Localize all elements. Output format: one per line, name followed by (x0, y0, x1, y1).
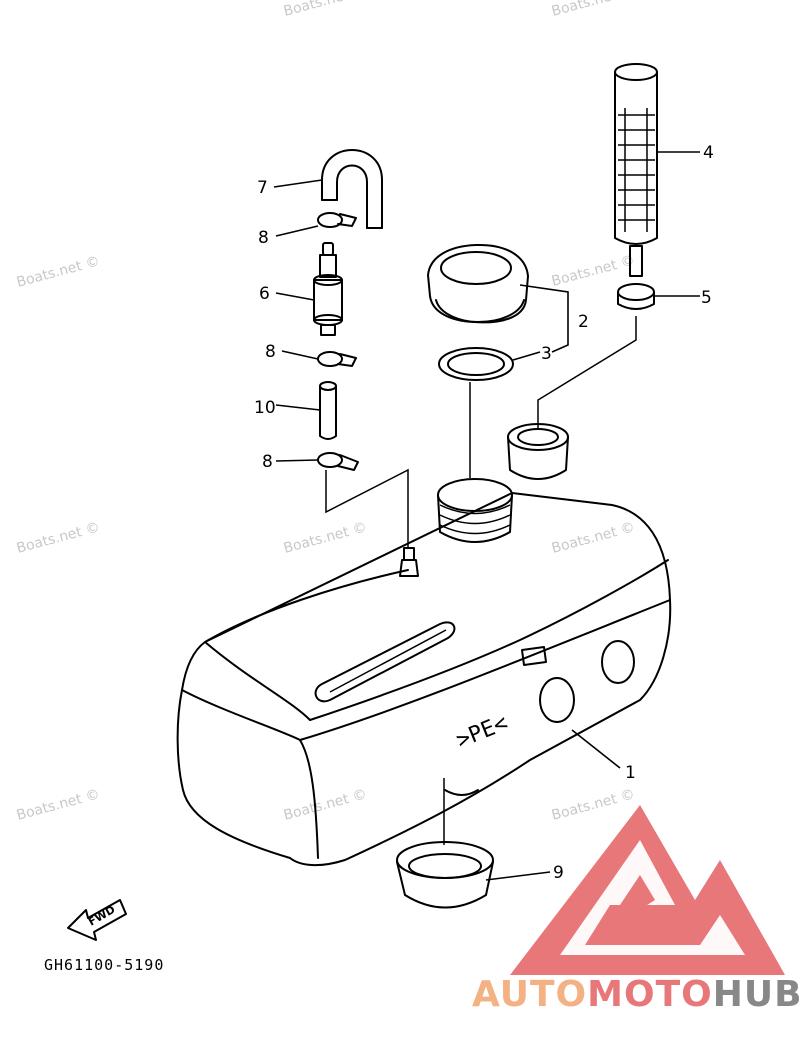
part-2-fuel-cap (427, 243, 529, 324)
tank-strainer-neck (507, 423, 569, 480)
part-10-tube (319, 381, 337, 440)
logo-wordmark: AUTOMOTOHUB (472, 974, 800, 1015)
callout-6: 6 (259, 284, 270, 304)
watermark: Boats.net © (15, 786, 102, 824)
watermark: Boats.net © (550, 252, 637, 290)
leader-lines (273, 151, 700, 881)
callout-1: 1 (625, 763, 636, 783)
callout-4: 4 (703, 143, 714, 163)
callout-3: 3 (541, 344, 552, 364)
callout-7: 7 (257, 178, 268, 198)
watermark: Boats.net © (15, 519, 102, 557)
fwd-arrow-icon: FWD (67, 899, 127, 941)
automotohub-logo: AUTOMOTOHUB (472, 805, 800, 1015)
part-code: GH61100-5190 (44, 956, 164, 974)
part-8-clip-low (317, 452, 359, 471)
tank-filler-neck (437, 478, 513, 543)
callout-5: 5 (701, 288, 712, 308)
part-6-fuel-filter (313, 242, 343, 336)
assembly-leader (325, 468, 409, 548)
part-8-clip-mid (317, 351, 357, 367)
callout-8: 8 (258, 228, 269, 248)
leader-strainer (537, 316, 637, 428)
tank-marking: >PE< (453, 711, 511, 754)
callout-10: 10 (254, 398, 276, 418)
callout-8: 8 (265, 342, 276, 362)
watermark: Boats.net © (550, 0, 637, 20)
part-3-gasket (438, 347, 514, 381)
watermark: Boats.net © (282, 786, 369, 824)
part-8-clip-top (317, 212, 357, 228)
callout-2: 2 (578, 312, 589, 332)
part-7-hose (321, 149, 383, 229)
callout-8: 8 (262, 452, 273, 472)
fwd-label: FWD (86, 903, 117, 929)
watermark: Boats.net © (15, 253, 102, 291)
part-5-grommet (617, 283, 655, 310)
watermark: Boats.net © (550, 519, 637, 557)
part-4-strainer (614, 63, 658, 277)
watermark: Boats.net © (550, 786, 637, 824)
watermark: Boats.net © (282, 519, 369, 557)
part-9-cup (396, 841, 494, 909)
callouts: 1 2 3 4 5 6 7 8 8 8 9 10 (254, 143, 714, 883)
watermark: Boats.net © (282, 0, 369, 20)
callout-9: 9 (553, 863, 564, 883)
